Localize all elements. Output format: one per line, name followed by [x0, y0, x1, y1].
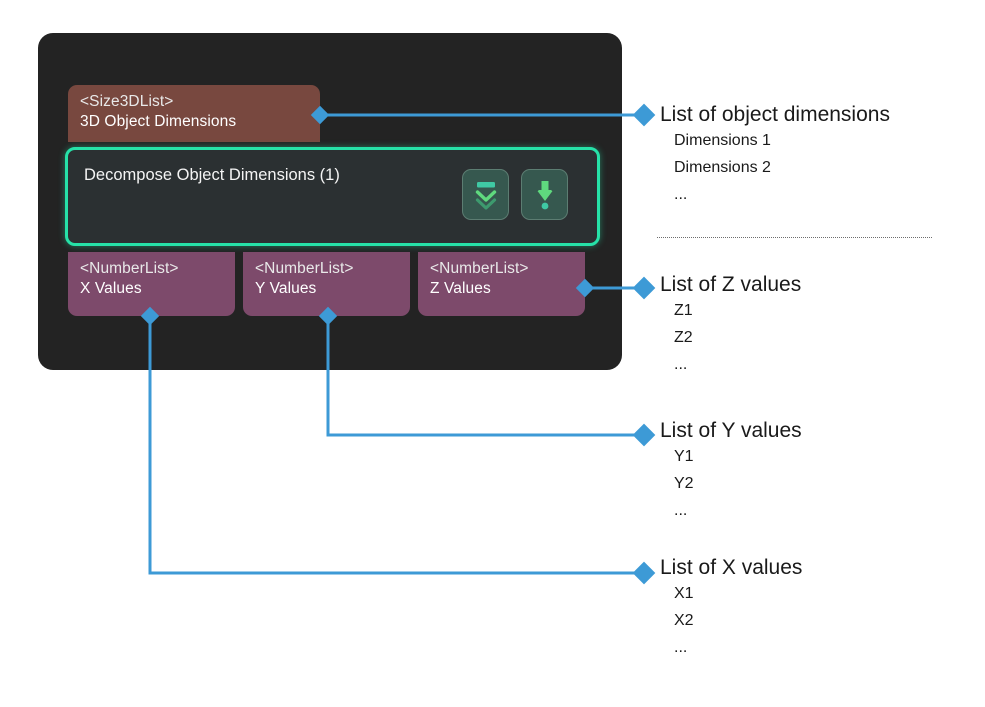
output-x-type-label: <NumberList>: [80, 260, 179, 277]
annotation-z-item: ...: [674, 356, 688, 373]
output-pill-y[interactable]: <NumberList> Y Values: [243, 252, 410, 316]
annotation-y-title: List of Y values: [660, 419, 802, 442]
output-y-type-label: <NumberList>: [255, 260, 354, 277]
output-y-name-label: Y Values: [255, 280, 317, 297]
annotation-z-title: List of Z values: [660, 273, 802, 296]
annotation-dimensions: List of object dimensions Dimensions 1 D…: [660, 102, 980, 208]
annotation-x: List of X values X1 X2 ...: [660, 555, 980, 661]
node-header-pill[interactable]: <Size3DList> 3D Object Dimensions: [68, 85, 320, 142]
node-body-title: Decompose Object Dimensions (1): [84, 166, 340, 184]
collapse-button[interactable]: [462, 169, 509, 220]
annotation-y: List of Y values Y1 Y2 ...: [660, 418, 980, 524]
annotation-dimensions-title: List of object dimensions: [660, 103, 890, 126]
output-z-type-label: <NumberList>: [430, 260, 529, 277]
annotation-diamond-x: [632, 561, 656, 585]
annotation-dimensions-item: ...: [674, 186, 688, 203]
download-button[interactable]: [521, 169, 568, 220]
annotation-diamond-z: [632, 276, 656, 300]
annotation-x-item: ...: [674, 639, 688, 656]
output-pill-z[interactable]: <NumberList> Z Values: [418, 252, 585, 316]
output-x-name-label: X Values: [80, 280, 142, 297]
annotation-z-item: Z2: [674, 329, 693, 346]
annotation-diamond-dimensions: [632, 103, 656, 127]
annotation-dimensions-item: Dimensions 1: [674, 132, 771, 149]
annotation-y-item: Y2: [674, 475, 694, 492]
annotation-x-item: X2: [674, 612, 694, 629]
annotation-y-item: Y1: [674, 448, 694, 465]
annotation-z: List of Z values Z1 Z2 ...: [660, 272, 980, 378]
annotation-z-item: Z1: [674, 302, 693, 319]
annotation-y-item: ...: [674, 502, 688, 519]
annotation-separator: [657, 237, 932, 238]
node-body[interactable]: Decompose Object Dimensions (1): [65, 147, 600, 246]
node-header-name-label: 3D Object Dimensions: [80, 113, 237, 130]
node-header-type-label: <Size3DList>: [80, 93, 174, 110]
annotation-diamond-y: [632, 423, 656, 447]
output-z-name-label: Z Values: [430, 280, 491, 297]
annotation-x-item: X1: [674, 585, 694, 602]
output-pill-x[interactable]: <NumberList> X Values: [68, 252, 235, 316]
annotation-x-title: List of X values: [660, 556, 803, 579]
annotation-dimensions-item: Dimensions 2: [674, 159, 771, 176]
